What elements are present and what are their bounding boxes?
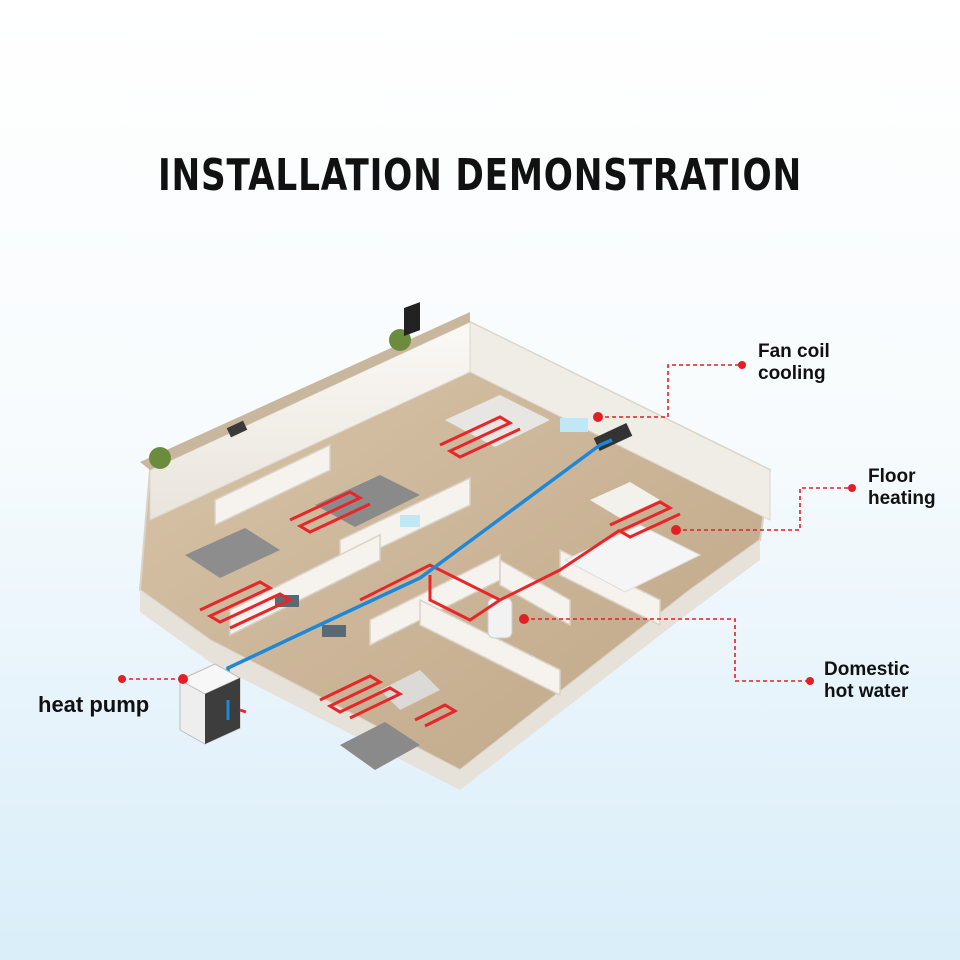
kitchen-counter bbox=[563, 524, 702, 593]
fan-coil-cooling-label: Fan coil cooling bbox=[758, 341, 830, 385]
floor-heating-pipes bbox=[199, 415, 681, 728]
callout-lines bbox=[122, 364, 852, 682]
bed-left bbox=[185, 528, 280, 578]
partition-walls bbox=[214, 443, 661, 697]
furniture bbox=[185, 302, 702, 770]
page-title: INSTALLATION DEMONSTRATION bbox=[158, 150, 802, 201]
callout-dots bbox=[118, 361, 856, 685]
callout-dot-dhw-end bbox=[806, 677, 814, 685]
sofa-bottom bbox=[380, 670, 440, 710]
dhw-label-line2: hot water bbox=[824, 680, 909, 702]
dining-table bbox=[590, 482, 660, 518]
callout-line-floor bbox=[676, 487, 852, 531]
floor-heating-label-line2: heating bbox=[868, 487, 936, 509]
floor-heating-label-line1: Floor bbox=[868, 466, 916, 487]
roof-plant-left bbox=[149, 447, 171, 469]
fan-coil-unit-bottom bbox=[322, 625, 346, 637]
floor-heating-label: Floor heating bbox=[868, 466, 936, 510]
callout-dot-hp-end bbox=[178, 674, 188, 684]
callout-dot-fan-start bbox=[593, 412, 603, 422]
callout-line-dhw bbox=[524, 618, 810, 682]
callout-dot-floor-end bbox=[848, 484, 856, 492]
bed-center bbox=[315, 475, 420, 527]
callout-dot-fan-end bbox=[738, 361, 746, 369]
dhw-label-line1: Domestic bbox=[824, 659, 910, 680]
fan-coil-unit-top bbox=[560, 418, 588, 432]
roof-parapet bbox=[140, 312, 470, 470]
callout-dot-hp-start bbox=[118, 675, 126, 683]
heat-pump-unit bbox=[178, 663, 247, 745]
roof-lamp bbox=[226, 420, 248, 438]
fan-coil-label-line2: cooling bbox=[758, 362, 826, 384]
back-right-wall bbox=[469, 321, 771, 521]
heat-pump-label: heat pump bbox=[38, 692, 150, 717]
sofa-top bbox=[445, 395, 550, 447]
bed-bottom bbox=[340, 722, 420, 770]
callout-line-fan bbox=[598, 364, 742, 418]
fan-coil-unit-mid bbox=[400, 515, 420, 527]
fan-coil-label-line1: Fan coil bbox=[758, 341, 830, 362]
callout-dot-floor-start bbox=[671, 525, 681, 535]
tv bbox=[404, 302, 420, 336]
domestic-hot-water-label: Domestic hot water bbox=[824, 659, 910, 703]
callout-dot-dhw-start bbox=[519, 614, 529, 624]
water-tank bbox=[487, 597, 513, 639]
